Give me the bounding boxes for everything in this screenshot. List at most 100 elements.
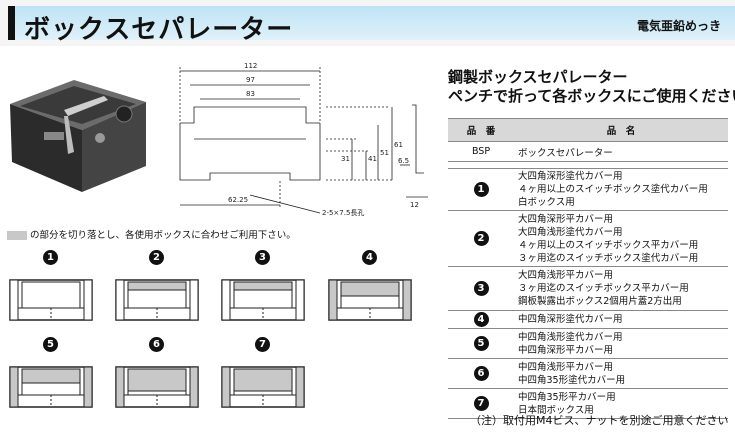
- header-part-no: 品 番: [448, 118, 514, 142]
- config-number-badge: 3: [255, 250, 270, 265]
- config-number-badge: 7: [255, 337, 270, 352]
- usage-number-badge: 3: [473, 281, 489, 296]
- usage-number-cell: 6: [448, 358, 514, 389]
- table-header-row: 品 番 品 名: [448, 118, 728, 142]
- config-number-badge: 4: [362, 250, 377, 265]
- usage-description: 大四角浅形平カバー用 ３ヶ用迄のスイッチボックス平カバー用鋼板製露出ボックス2個用…: [514, 266, 728, 311]
- table-row: 7 中四角35形平カバー用日本間ボックス用: [448, 388, 728, 419]
- usage-line: 日本間ボックス用: [518, 404, 594, 416]
- usage-number-badge: 6: [473, 366, 489, 381]
- config-number-badge: 5: [43, 337, 58, 352]
- product-title-line2: ペンチで折って各ボックスにご使用ください。: [448, 87, 735, 105]
- dim-51: 51: [380, 149, 389, 157]
- page-title: ボックスセパレーター: [24, 15, 294, 45]
- header: ボックスセパレーター 電気亜鉛めっき: [0, 0, 735, 46]
- usage-line: 中四角35形平カバー用: [518, 391, 616, 403]
- cut-note: の部分を切り落とし、各使用ボックスに合わせご利用下さい。: [7, 227, 296, 241]
- dim-31: 31: [341, 155, 350, 163]
- table-row: 6 中四角浅形平カバー用中四角35形塗代カバー用: [448, 358, 728, 389]
- dim-41: 41: [368, 155, 377, 163]
- usage-line: 白ボックス用: [518, 197, 575, 208]
- cut-note-text: の部分を切り落とし、各使用ボックスに合わせご利用下さい。: [30, 230, 296, 241]
- table-row: 3 大四角浅形平カバー用 ３ヶ用迄のスイッチボックス平カバー用鋼板製露出ボックス2個…: [448, 266, 728, 311]
- usage-number-badge: 5: [473, 336, 489, 351]
- box-config-7: 7: [220, 337, 306, 412]
- usage-number-cell: 2: [448, 210, 514, 267]
- config-diagram: [9, 279, 93, 321]
- config-diagram: [221, 366, 305, 408]
- box-config-6: 6: [114, 337, 200, 412]
- product-title-line1: 鋼製ボックスセパレーター: [448, 68, 628, 86]
- usage-line: 中四角深形塗代カバー用: [518, 314, 623, 325]
- usage-description: 中四角浅形塗代カバー用中四角深形平カバー用: [514, 328, 728, 359]
- usage-line: 大四角深形平カバー用: [518, 213, 614, 225]
- usage-line: 鋼板製露出ボックス2個用片蓋2方出用: [518, 296, 682, 307]
- usage-number-cell: 1: [448, 168, 514, 211]
- usage-number-cell: 7: [448, 388, 514, 419]
- box-config-5: 5: [8, 337, 94, 412]
- usage-number-badge: 7: [473, 396, 489, 411]
- usage-line: 中四角浅形塗代カバー用: [518, 331, 623, 343]
- part-name: ボックスセパレーター: [514, 141, 728, 162]
- table-row: 5 中四角浅形塗代カバー用中四角深形平カバー用: [448, 328, 728, 359]
- dim-97: 97: [246, 76, 255, 84]
- usage-number-badge: 1: [473, 182, 489, 197]
- dim-112: 112: [244, 62, 257, 70]
- usage-line: 中四角35形塗代カバー用: [518, 374, 626, 386]
- usage-line: ４ヶ用以上のスイッチボックス平カバー用: [518, 239, 699, 251]
- product-title: 鋼製ボックスセパレーター ペンチで折って各ボックスにご使用ください。: [448, 68, 735, 106]
- config-number-badge: 1: [43, 250, 58, 265]
- dim-61: 61: [394, 141, 403, 149]
- usage-number-cell: 3: [448, 266, 514, 311]
- header-band: [15, 6, 735, 40]
- usage-line: 大四角浅形平カバー用: [518, 270, 614, 281]
- spec-table: 品 番 品 名 BSP ボックスセパレーター 1 大四角深形塗代カバー用 ４ヶ用以上…: [448, 118, 728, 419]
- usage-rows: 1 大四角深形塗代カバー用 ４ヶ用以上のスイッチボックス塗代カバー用白ボックス用 2 大…: [448, 168, 728, 419]
- box-config-2: 2: [114, 250, 200, 325]
- box-config-4: 4: [327, 250, 413, 325]
- table-row: 1 大四角深形塗代カバー用 ４ヶ用以上のスイッチボックス塗代カバー用白ボックス用: [448, 168, 728, 211]
- dim-83: 83: [246, 90, 255, 98]
- header-part-name: 品 名: [514, 118, 728, 142]
- config-number-badge: 6: [149, 337, 164, 352]
- config-diagram: [221, 279, 305, 321]
- dim-12: 12: [410, 201, 419, 209]
- dim-slot: 2-5×7.5長孔: [322, 209, 364, 217]
- part-no: BSP: [448, 141, 514, 162]
- config-number-badge: 2: [149, 250, 164, 265]
- box-config-1: 1: [8, 250, 94, 325]
- usage-line: 中四角深形平カバー用: [518, 344, 614, 356]
- config-diagram: [115, 366, 199, 408]
- usage-line: ４ヶ用以上のスイッチボックス塗代カバー用: [518, 184, 708, 195]
- product-photo: [10, 80, 146, 192]
- table-row: 4 中四角深形塗代カバー用: [448, 310, 728, 329]
- dimension-drawing: 112 97 83 61 51 41 31 62.25 2-5×7.5長孔 6.…: [179, 62, 428, 217]
- usage-line: ３ヶ用迄のスイッチボックス平カバー用: [518, 283, 689, 294]
- dim-6-5: 6.5: [398, 157, 409, 165]
- config-diagram: [9, 366, 93, 408]
- header-accent-bar: [8, 6, 15, 40]
- usage-description: 中四角35形平カバー用日本間ボックス用: [514, 388, 728, 419]
- usage-number-cell: 5: [448, 328, 514, 359]
- footnote: （注）取付用M4ビス、ナットを別途ご用意ください: [470, 414, 729, 427]
- table-row: BSP ボックスセパレーター: [448, 141, 728, 162]
- table-separator: [448, 161, 728, 169]
- usage-number-badge: 4: [473, 312, 489, 327]
- usage-line: 大四角浅形塗代カバー用: [518, 226, 623, 238]
- usage-line: 大四角深形塗代カバー用: [518, 171, 623, 182]
- cut-swatch: [7, 231, 27, 240]
- config-diagram: [115, 279, 199, 321]
- finish-label: 電気亜鉛めっき: [636, 19, 721, 33]
- config-diagram: [328, 279, 412, 321]
- usage-description: 中四角深形塗代カバー用: [514, 310, 728, 329]
- usage-description: 大四角深形塗代カバー用 ４ヶ用以上のスイッチボックス塗代カバー用白ボックス用: [514, 168, 728, 211]
- usage-number-badge: 2: [473, 231, 489, 246]
- usage-number-cell: 4: [448, 310, 514, 329]
- dim-62-25: 62.25: [228, 196, 248, 204]
- box-config-3: 3: [220, 250, 306, 325]
- usage-description: 中四角浅形平カバー用中四角35形塗代カバー用: [514, 358, 728, 389]
- usage-line: 中四角浅形平カバー用: [518, 361, 614, 373]
- usage-line: ３ヶ用迄のスイッチボックス塗代カバー用: [518, 252, 699, 264]
